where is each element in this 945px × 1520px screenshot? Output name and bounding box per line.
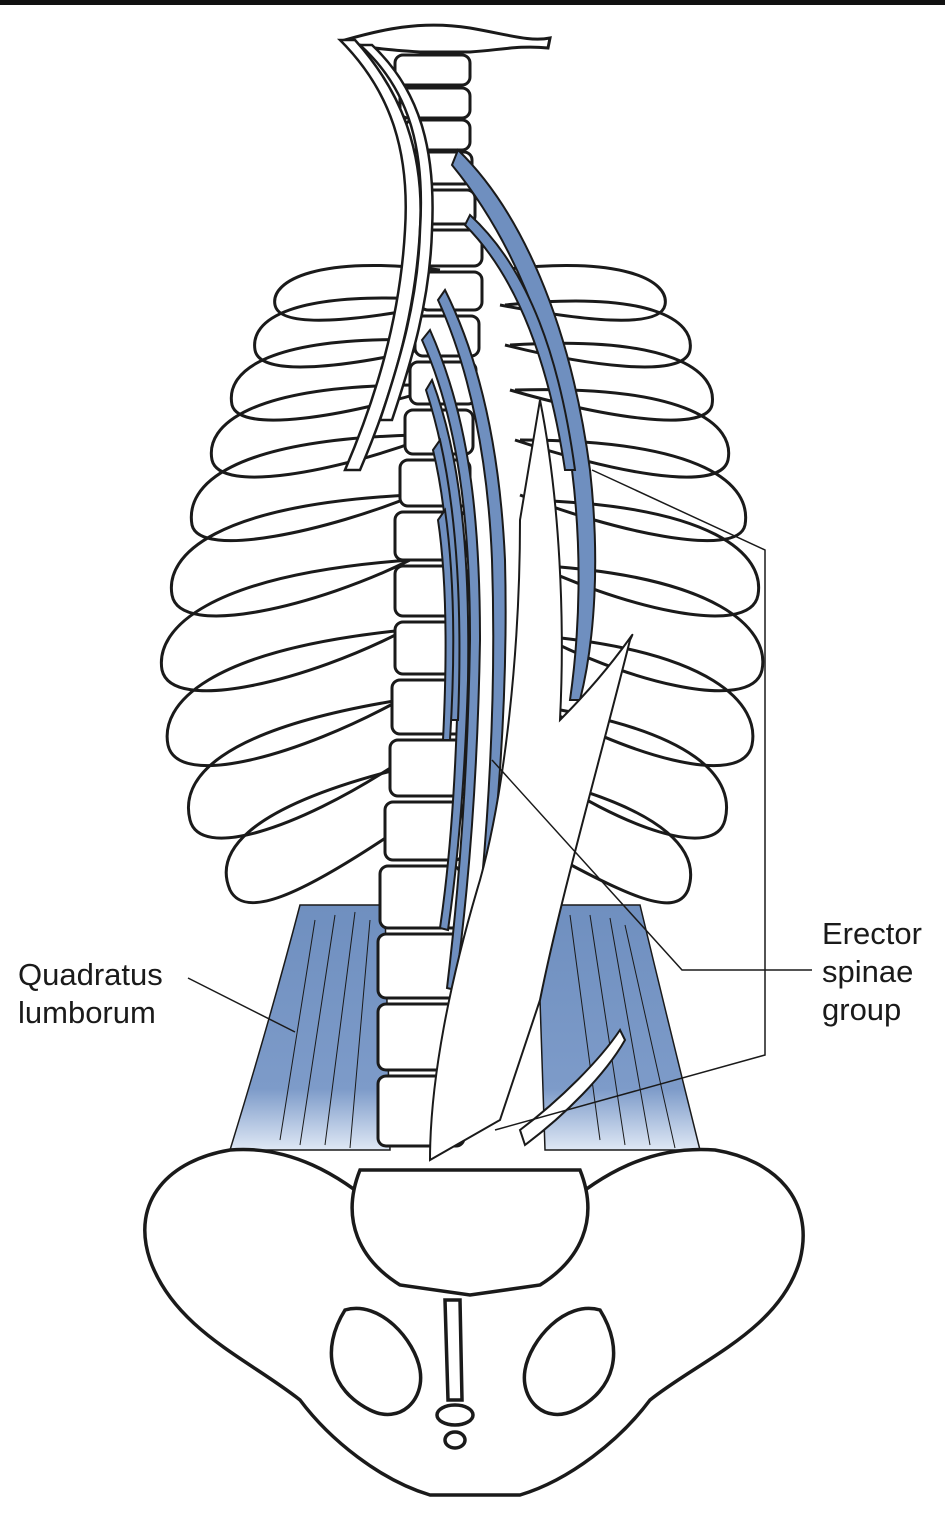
erector-spinae-label-line1: Erector [822, 915, 922, 953]
pelvis [145, 1149, 803, 1495]
quadratus-lumborum-label: Quadratus lumborum [18, 956, 163, 1032]
erector-spinae-label-line3: group [822, 991, 922, 1029]
quadratus-lumborum-label-line2: lumborum [18, 994, 163, 1032]
erector-spinae-label: Erector spinae group [822, 915, 922, 1029]
erector-spinae-label-line2: spinae [822, 953, 922, 991]
quadratus-lumborum-label-line1: Quadratus [18, 956, 163, 994]
